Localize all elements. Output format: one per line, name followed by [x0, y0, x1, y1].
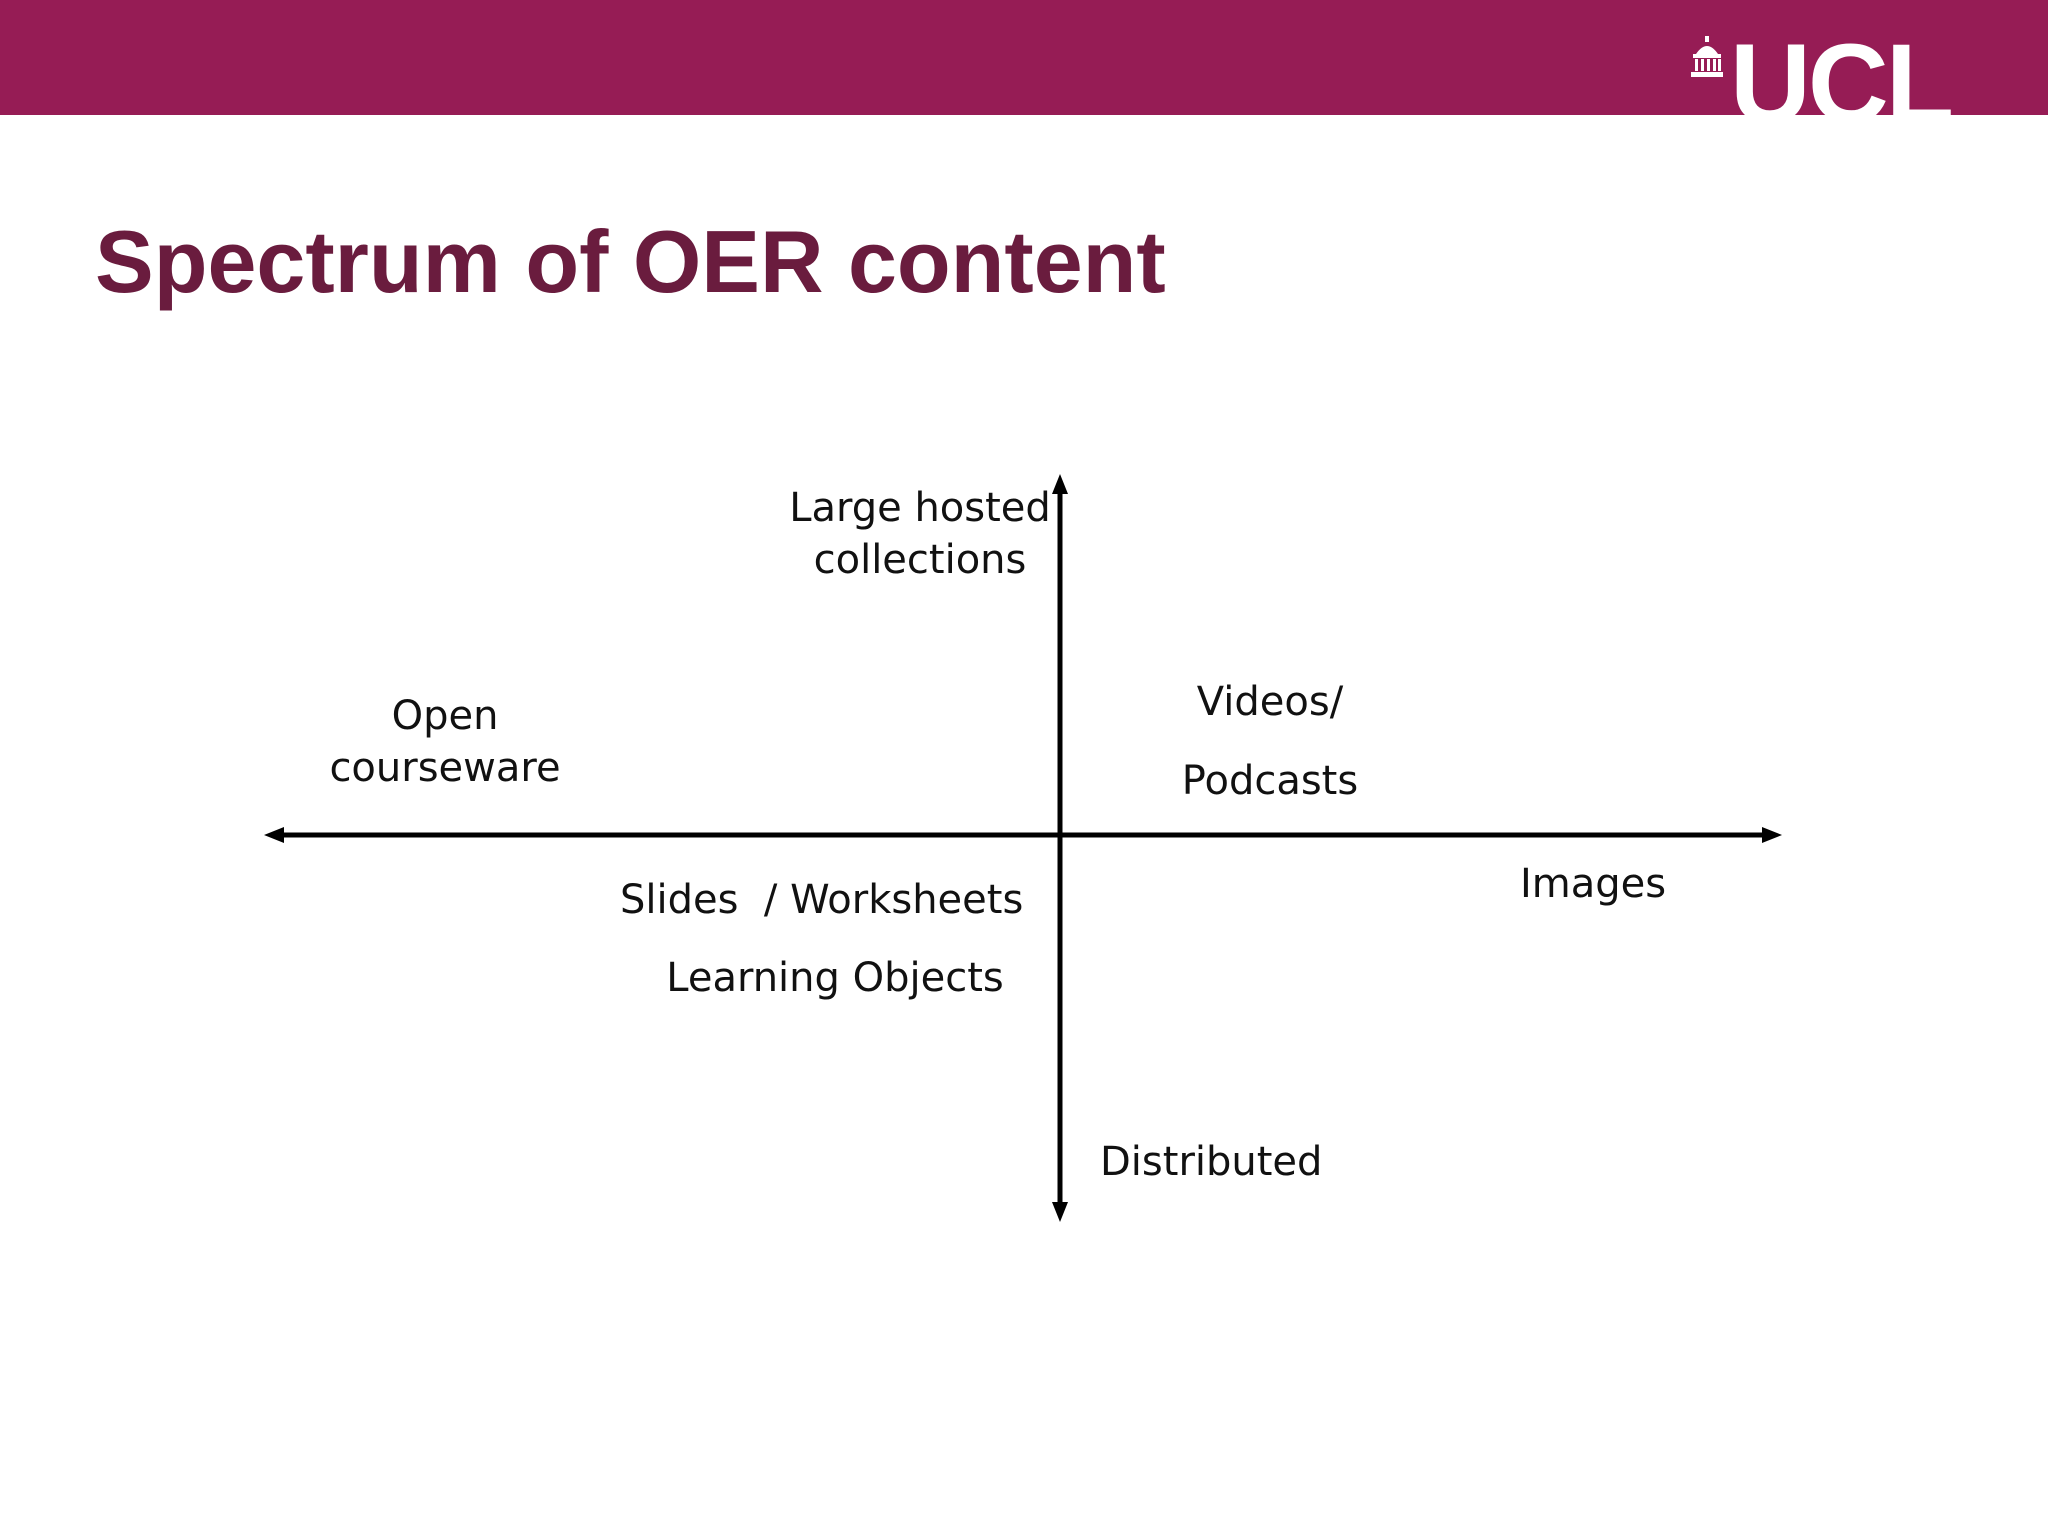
header-bar: UCL — [0, 0, 2048, 115]
axis-right-label: Images — [1520, 861, 1667, 907]
item-videos-label: Videos/ — [1196, 679, 1344, 725]
ucl-logo: UCL — [1690, 32, 2010, 115]
axis-arrow-left-icon — [264, 827, 284, 843]
logo-text: UCL — [1730, 32, 1954, 115]
item-slides-label: Slides / Worksheets — [620, 877, 1024, 923]
axis-left-label: Open courseware — [329, 693, 561, 791]
axis-arrow-right-icon — [1762, 827, 1782, 843]
axis-top-label: Large hosted collections — [789, 485, 1051, 583]
portico-dome-icon — [1691, 36, 1723, 77]
item-podcasts-label: Podcasts — [1181, 758, 1359, 804]
axis-bottom-label: Distributed — [1100, 1139, 1323, 1185]
page-title: Spectrum of OER content — [95, 212, 1166, 311]
axis-arrow-down-icon — [1052, 1202, 1068, 1222]
item-learning-objects-label: Learning Objects — [666, 955, 1004, 1001]
